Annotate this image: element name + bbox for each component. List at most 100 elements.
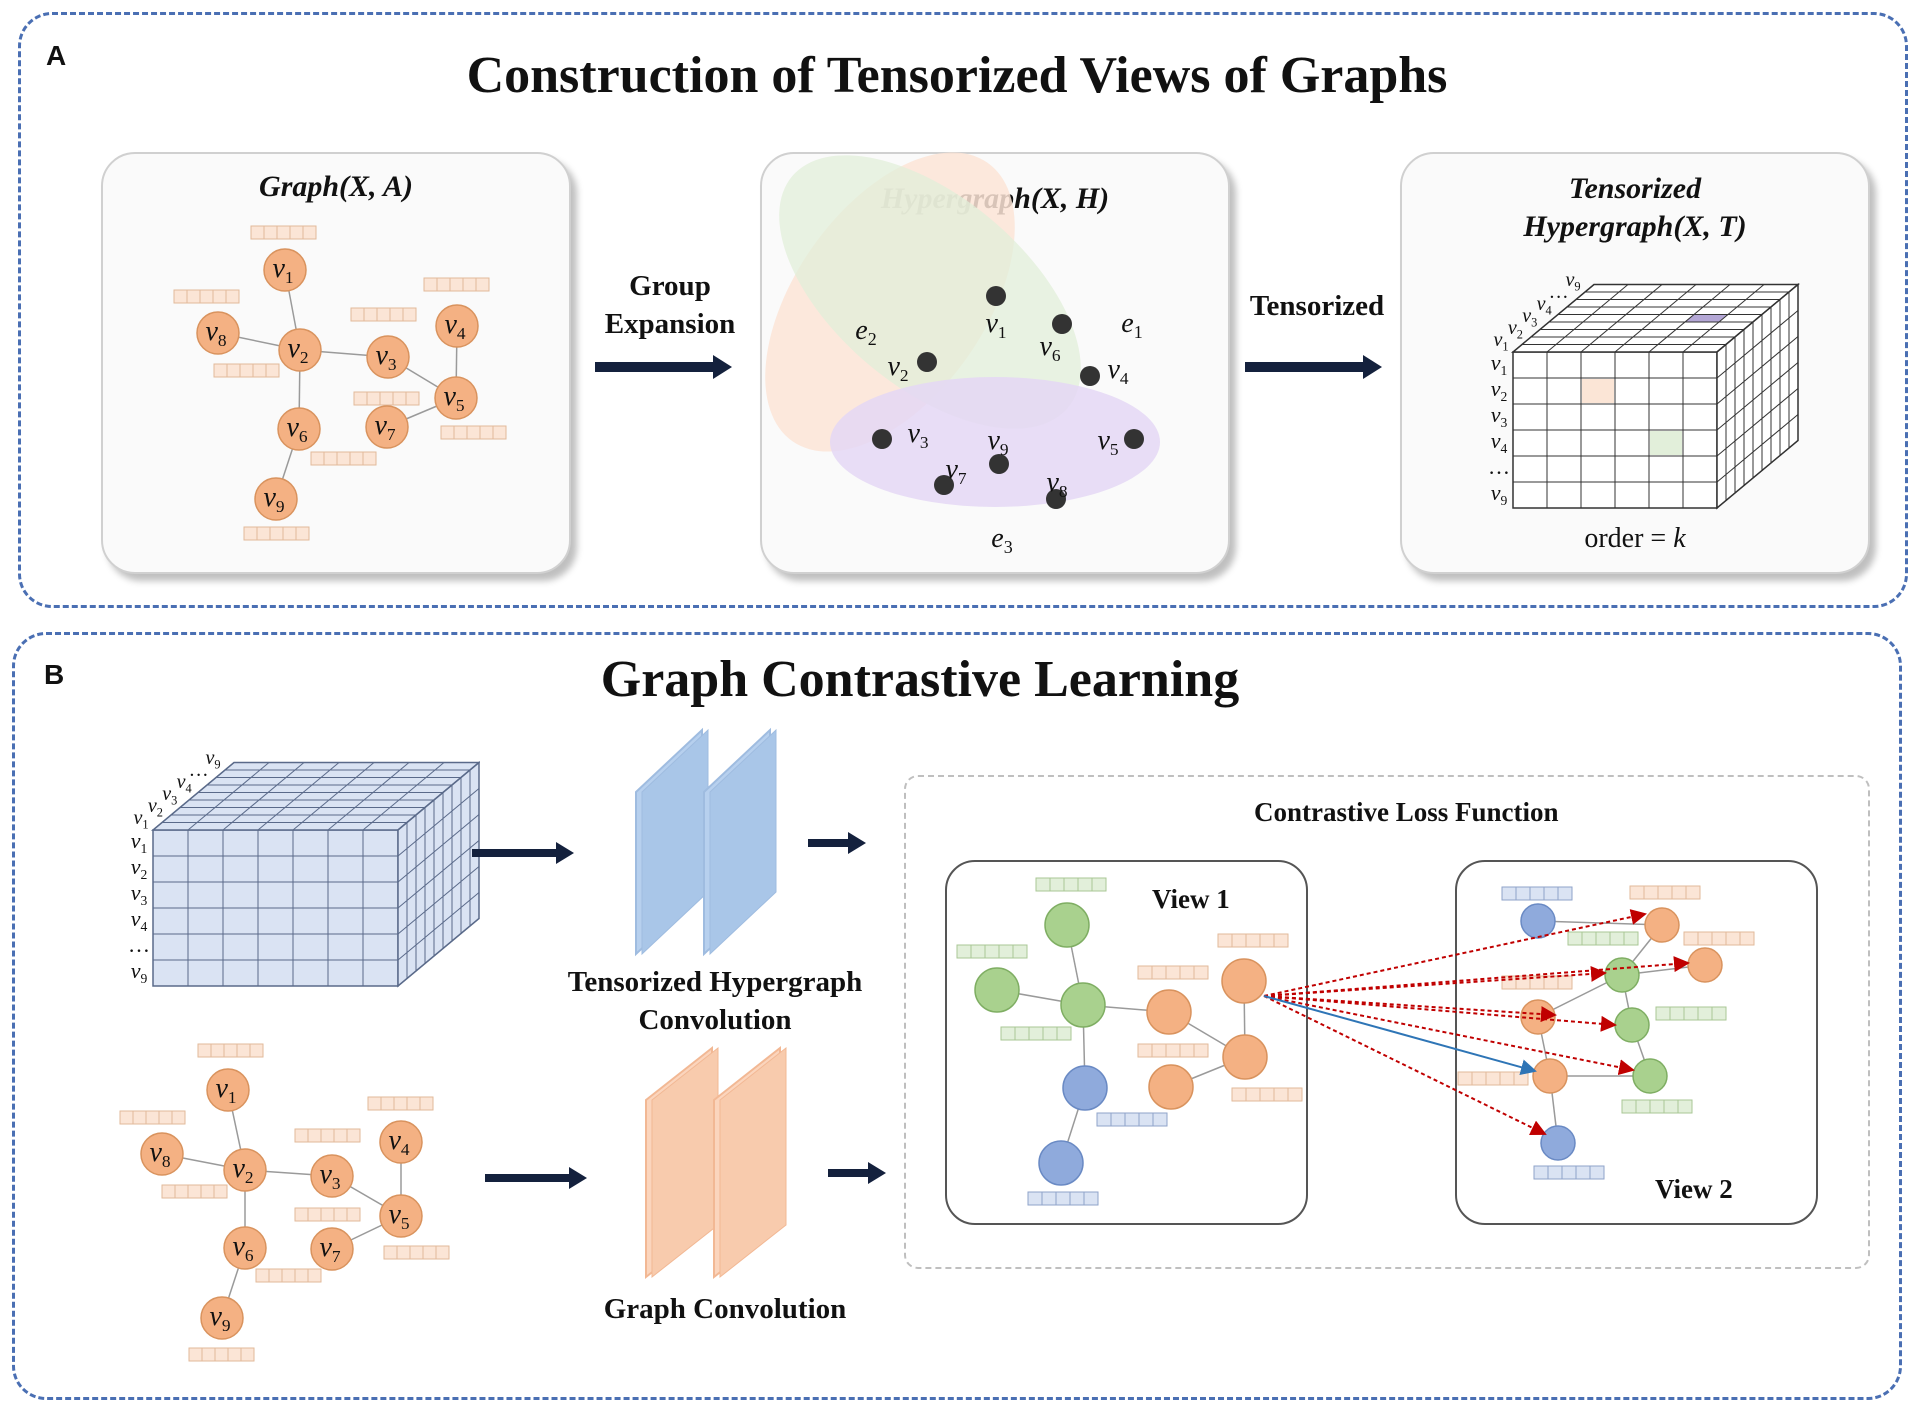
graph-b-node-5 bbox=[379, 1194, 423, 1238]
graph-a-feature-vector bbox=[350, 307, 417, 322]
tensor-b-grid-line bbox=[397, 892, 480, 961]
feature-cell bbox=[346, 1128, 361, 1143]
tensor-b-row-ellipsis: … bbox=[128, 932, 150, 957]
hyper-node-1 bbox=[986, 286, 1006, 306]
panel-a-title: Construction of Tensorized Views of Grap… bbox=[466, 47, 1448, 104]
tensor-b-grid-line bbox=[292, 762, 375, 831]
graph-a-node-label-6: v6 bbox=[286, 412, 307, 446]
graph-b-feature-vector bbox=[197, 1043, 264, 1058]
tensor-a-row-label-2: v2 bbox=[1491, 376, 1508, 404]
graph-b-feature-vector bbox=[383, 1245, 450, 1260]
tensor-a-depth-label-9: v9 bbox=[1565, 269, 1580, 293]
hyperedge-e3 bbox=[830, 377, 1160, 507]
feature-cell bbox=[239, 363, 254, 378]
tensor-a-grid-line bbox=[1648, 284, 1731, 353]
feature-cell bbox=[250, 225, 265, 240]
group-expansion-line1: Group bbox=[629, 270, 711, 302]
tensor-b-depth-label-9: v9 bbox=[205, 747, 220, 771]
feature-cell bbox=[389, 307, 404, 322]
view2-label: View 2 bbox=[1655, 1174, 1733, 1204]
tensor-a-cell-orange bbox=[1582, 379, 1614, 403]
feature-cell bbox=[225, 289, 240, 304]
feature-cell bbox=[353, 391, 368, 406]
tensor-b-grid-line bbox=[397, 814, 480, 883]
feature-cell bbox=[367, 1096, 382, 1111]
feature-cell bbox=[276, 225, 291, 240]
feature-cell bbox=[320, 1207, 335, 1222]
hyper-node-label-6: v6 bbox=[1039, 331, 1060, 365]
tensor-b-depth-label-1: v1 bbox=[133, 807, 148, 831]
tensor-a-row-label-1: v1 bbox=[1491, 350, 1508, 378]
hyper-node-3 bbox=[872, 429, 892, 449]
feature-cell bbox=[213, 363, 228, 378]
feature-cell bbox=[380, 1096, 395, 1111]
feature-cell bbox=[307, 1268, 322, 1283]
feature-cell bbox=[492, 425, 507, 440]
graph-b-node-label-5: v5 bbox=[388, 1199, 409, 1233]
graph-card bbox=[101, 152, 571, 574]
tensorized-label: Tensorized bbox=[1249, 290, 1385, 322]
tensorized-conv-layers bbox=[635, 727, 777, 957]
graph-b-node-2 bbox=[223, 1148, 267, 1192]
tensor-a-depth-label-2: v2 bbox=[1508, 317, 1523, 341]
tensorized-arrow bbox=[1245, 355, 1382, 379]
tensor-a-cell-green bbox=[1650, 431, 1682, 455]
feature-cell bbox=[453, 425, 468, 440]
graph-a-node-3 bbox=[366, 335, 410, 379]
feature-cell bbox=[161, 1184, 176, 1199]
feature-cell bbox=[333, 1128, 348, 1143]
graph-a-node-6 bbox=[277, 407, 321, 451]
feature-cell bbox=[366, 391, 381, 406]
feature-cell bbox=[186, 289, 201, 304]
tensor-a-grid-line bbox=[1512, 284, 1595, 353]
tensor-a-grid-line bbox=[1716, 388, 1799, 457]
hyper-node-2 bbox=[917, 352, 937, 372]
feature-cell bbox=[336, 451, 351, 466]
tensor-b-depth-ellipsis: … bbox=[189, 759, 209, 781]
graph-b-feature-vector bbox=[255, 1268, 322, 1283]
view1-box bbox=[945, 860, 1308, 1225]
feature-cell bbox=[435, 1245, 450, 1260]
thc-label-line1: Tensorized Hypergraph bbox=[567, 966, 863, 998]
gc-to-loss-arrow bbox=[828, 1162, 886, 1184]
hyperedge-e1 bbox=[779, 155, 1081, 429]
tensor-b-grid-line bbox=[257, 762, 340, 831]
tensor-a-grid-line bbox=[1716, 336, 1799, 405]
tensor-b-grid-line bbox=[222, 762, 305, 831]
tensor-title-line1: Tensorized bbox=[1568, 172, 1702, 205]
graph-a-node-label-3: v3 bbox=[375, 340, 396, 374]
feature-cell bbox=[294, 1128, 309, 1143]
feature-cell bbox=[475, 277, 490, 292]
thc-to-loss-arrow bbox=[808, 832, 866, 854]
graph-a-node-8 bbox=[196, 311, 240, 355]
feature-cell bbox=[323, 451, 338, 466]
hyper-node-7 bbox=[934, 475, 954, 495]
hyper-node-label-9: v9 bbox=[987, 425, 1008, 459]
tensor-b-grid-line bbox=[327, 762, 410, 831]
graph-conv-layers bbox=[645, 1045, 787, 1280]
feature-cell bbox=[158, 1110, 173, 1125]
tensor-b-row-label-3: v3 bbox=[131, 880, 148, 908]
hyper-node-4 bbox=[1080, 366, 1100, 386]
feature-cell bbox=[422, 1245, 437, 1260]
tensor-a-depth-ellipsis: … bbox=[1549, 281, 1569, 303]
tensor-b-depth-label-4: v4 bbox=[177, 771, 192, 795]
graph-b-feature-vector bbox=[294, 1128, 361, 1143]
hyper-node-6 bbox=[1052, 314, 1072, 334]
hyper-node-label-1: v1 bbox=[985, 308, 1006, 342]
hyper-node-label-7: v7 bbox=[945, 454, 966, 488]
hyper-node-label-2: v2 bbox=[887, 351, 908, 385]
tensor-b-depth-label-2: v2 bbox=[148, 795, 163, 819]
feature-cell bbox=[173, 289, 188, 304]
feature-cell bbox=[363, 307, 378, 322]
feature-cell bbox=[188, 1347, 203, 1362]
panel-a bbox=[18, 12, 1908, 608]
cube-to-conv-arrow bbox=[472, 842, 574, 864]
hyper-node-label-3: v3 bbox=[907, 418, 928, 452]
feature-cell bbox=[243, 526, 258, 541]
feature-cell bbox=[346, 1207, 361, 1222]
feature-cell bbox=[256, 526, 271, 541]
feature-cell bbox=[214, 1347, 229, 1362]
feature-cell bbox=[223, 1043, 238, 1058]
